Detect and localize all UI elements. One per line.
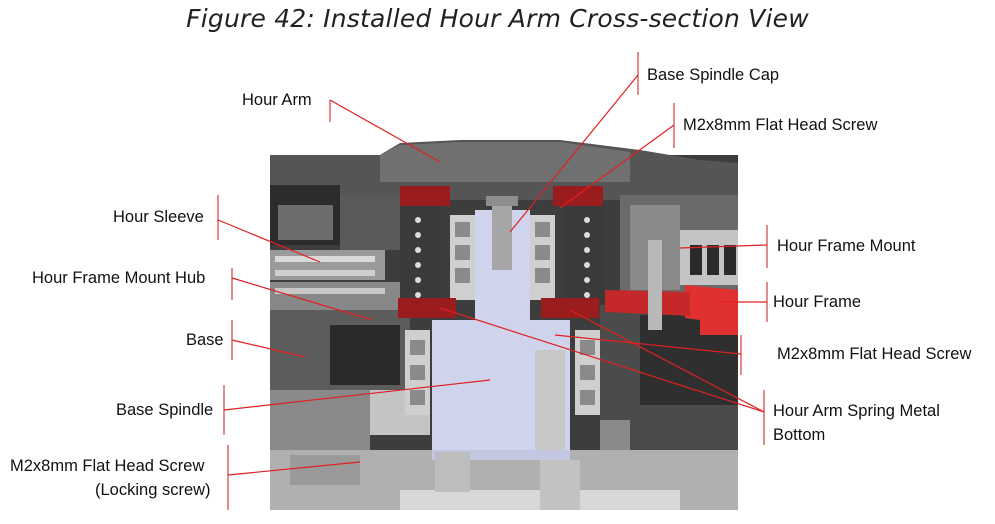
label-hour-frame-mount: Hour Frame Mount (777, 237, 916, 255)
label-base-spindle-cap: Base Spindle Cap (647, 66, 780, 84)
label-hour-sleeve: Hour Sleeve (113, 208, 204, 226)
label-right-flat-head-screw: M2x8mm Flat Head Screw (777, 345, 972, 363)
label-locking-screw: M2x8mm Flat Head Screw (10, 457, 205, 475)
cross-section-render (270, 140, 738, 510)
label-hour-arm: Hour Arm (242, 91, 312, 109)
label-hour-frame: Hour Frame (773, 293, 862, 311)
label-spring-metal-bottom: Hour Arm Spring Metal (773, 402, 940, 420)
label-top-flat-head-screw: M2x8mm Flat Head Screw (683, 116, 878, 134)
label-base-spindle: Base Spindle (116, 401, 214, 419)
figure-title: Figure 42: Installed Hour Arm Cross-sect… (186, 4, 809, 33)
label-base: Base (186, 331, 224, 349)
leader-lines (217, 52, 768, 510)
label-spring-metal-bottom-2: Bottom (773, 426, 826, 444)
label-hour-frame-mount-hub: Hour Frame Mount Hub (32, 269, 206, 287)
label-locking-screw-note: (Locking screw) (95, 481, 211, 499)
